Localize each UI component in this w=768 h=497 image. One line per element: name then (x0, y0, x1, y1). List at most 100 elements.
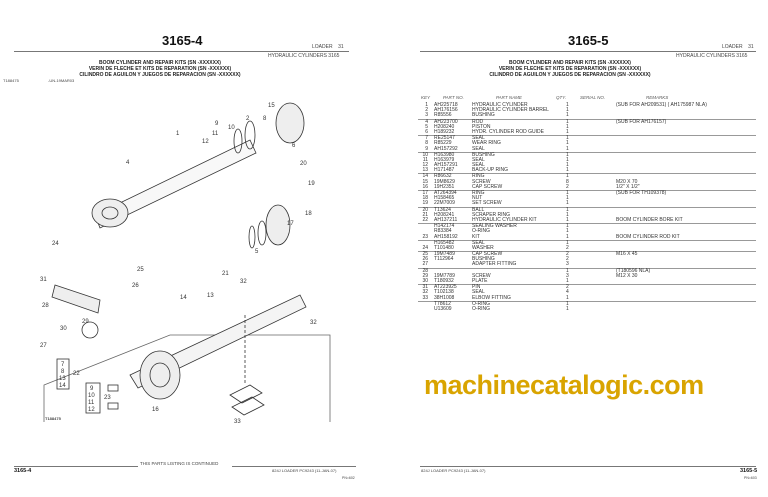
part-no-cell: AH176156 (434, 107, 458, 114)
part-name-cell: SEAL (472, 156, 485, 163)
right-section: LOADER 31 (722, 44, 754, 50)
bushing (81, 321, 99, 339)
part-no-cell: H163980 (434, 151, 455, 158)
part-name-cell: ADAPTER FITTING (472, 261, 517, 268)
left-subtitle: BOOM CYLINDER AND REPAIR KITS (SN -XXXXX… (50, 60, 270, 78)
qty-cell: 1 (566, 267, 569, 274)
svg-text:26: 26 (132, 283, 139, 289)
qty-cell: 2 (566, 284, 569, 291)
part-no-cell: 19H2351 (434, 183, 455, 190)
section-label: LOADER (722, 44, 743, 50)
header-rule (420, 51, 756, 52)
qty-cell: 1 (566, 173, 569, 180)
svg-text:13: 13 (207, 293, 214, 299)
right-footer-code: PN=603 (744, 476, 757, 480)
footer-rule (420, 466, 756, 467)
svg-text:15: 15 (268, 103, 275, 109)
qty-cell: 1 (566, 294, 569, 301)
col-qty: QTY. (556, 95, 567, 100)
qty-cell: 1 (566, 190, 569, 196)
part-name-cell: SCREW (472, 178, 491, 185)
part-name-cell: BUSHING (472, 112, 495, 119)
part-name-cell: HYDRAULIC CYLINDER (472, 102, 528, 108)
continued-note: THIS PARTS LISTING IS CONTINUED (140, 461, 219, 466)
part-name-cell: SEAL (472, 239, 485, 246)
col-part-name: PART NAME (496, 95, 522, 100)
col-serial-no: SERIAL NO. (580, 95, 606, 100)
section-number: 31 (748, 44, 754, 50)
key-cell: 19 (422, 200, 428, 207)
part-name-cell: SEAL (472, 289, 485, 296)
left-footer-info: 824J LOADER PC9243 (11-JAN-07) (272, 468, 337, 473)
part-no-cell: 38H1008 (434, 294, 455, 301)
svg-text:14: 14 (180, 295, 187, 301)
remarks-cell: (SUB FOR AH209531) ( AH175987 NLA) (616, 102, 707, 108)
part-no-cell: H171487 (434, 167, 455, 174)
plate (229, 384, 263, 404)
left-section: LOADER 31 (312, 44, 344, 50)
subtitle-line: CILINDRO DE AGUILON Y JUEGOS DE REPARACI… (79, 72, 241, 78)
part-no-cell: H208240 (434, 123, 455, 130)
cylinder-head (139, 350, 181, 400)
part-name-cell: SEALING WASHER (472, 223, 517, 230)
part-no-cell: 19M7489 (434, 251, 455, 258)
part-no-cell: H142174 (434, 223, 455, 230)
qty-cell: 1 (566, 156, 569, 163)
left-page-number: 3165-4 (162, 33, 203, 48)
remarks-cell: M20 X 70 (616, 178, 638, 185)
key-cell: 15 (422, 178, 428, 185)
figure-label: T188475 (45, 416, 61, 421)
svg-text:21: 21 (222, 271, 229, 277)
illustration-id: T188475 (3, 78, 19, 83)
illustration-code: -UN-19MAR03 (48, 78, 75, 83)
qty-cell: 1 (566, 300, 569, 307)
rod-eye (91, 198, 129, 228)
qty-cell: 1 (566, 162, 569, 169)
qty-cell: 1 (566, 206, 569, 213)
header-rule (14, 51, 349, 52)
qty-cell: 4 (566, 289, 569, 296)
svg-text:17: 17 (287, 221, 294, 227)
subtitle-line: BOOM CYLINDER AND REPAIR KITS (SN -XXXXX… (99, 60, 221, 66)
col-remarks: REMARKS (646, 95, 669, 100)
key-cell: 11 (422, 156, 428, 163)
part-name-cell: KIT (472, 233, 480, 240)
qty-cell: 1 (566, 233, 569, 240)
part-no-cell: T13624 (434, 206, 451, 213)
part-no-cell: T180932 (434, 278, 454, 284)
svg-text:28: 28 (42, 303, 49, 309)
remarks-cell: (SUB FOR TH109378) (616, 190, 667, 196)
part-name-cell: BUSHING (472, 151, 495, 158)
subtitle-line: VERIN DE FLECHE ET KITS DE REPARATION (S… (88, 66, 232, 72)
qty-cell: 2 (566, 244, 569, 251)
key-cell: 1 (425, 102, 428, 108)
key-cell: 2 (425, 107, 428, 114)
part-name-cell: WEAR RING (472, 140, 501, 147)
part-no-cell: H165482 (434, 239, 455, 246)
qty-cell: 1 (566, 145, 569, 152)
part-name-cell: CAP SCREW (472, 183, 503, 190)
left-group: HYDRAULIC CYLINDERS 3165 (268, 53, 340, 59)
part-no-cell: 22M7009 (434, 200, 455, 207)
footer-rule (14, 466, 138, 467)
key-cell: 10 (422, 151, 428, 158)
key-cell: 24 (422, 244, 428, 251)
qty-cell: 1 (566, 151, 569, 158)
part-no-cell: H189232 (434, 128, 455, 135)
remarks-cell: 1/2" X 1/2" (616, 183, 640, 190)
svg-text:6: 6 (292, 143, 296, 149)
